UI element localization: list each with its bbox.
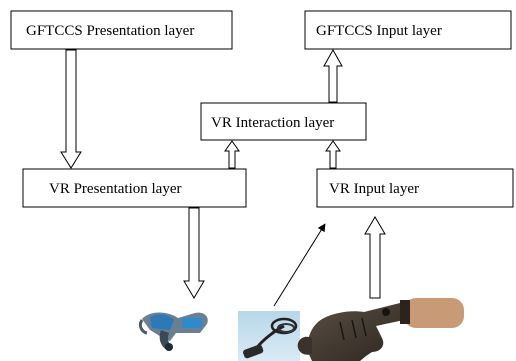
box-vr-input: VR Input layer [316,168,514,208]
box-gftccs-input: GFTCCS Input layer [304,10,512,50]
box-vr-input-label: VR Input layer [329,181,419,197]
box-vr-presentation: VR Presentation layer [22,168,247,208]
box-vr-interaction: VR Interaction layer [200,102,367,141]
box-gftccs-presentation: GFTCCS Presentation layer [10,10,233,50]
arrow-tracker-to-vr-input [273,223,326,307]
tracker-device-icon [238,311,300,361]
arrow-vr-input-to-vr-interaction [325,140,341,169]
arrow-gftccs-presentation-to-vr-presentation [60,49,82,169]
box-gftccs-presentation-label: GFTCCS Presentation layer [26,23,194,39]
arrow-vr-presentation-to-vr-interaction [224,140,240,169]
arrow-glove-to-vr-input [364,216,386,299]
box-vr-presentation-label: VR Presentation layer [49,181,181,197]
hmd-device-icon [138,312,208,351]
box-gftccs-input-label: GFTCCS Input layer [316,23,442,39]
box-vr-interaction-label: VR Interaction layer [211,115,334,131]
arrow-vr-interaction-to-gftccs-input [323,48,343,103]
glove-device-icon [297,298,464,361]
arrow-vr-presentation-to-hmd [183,207,205,299]
